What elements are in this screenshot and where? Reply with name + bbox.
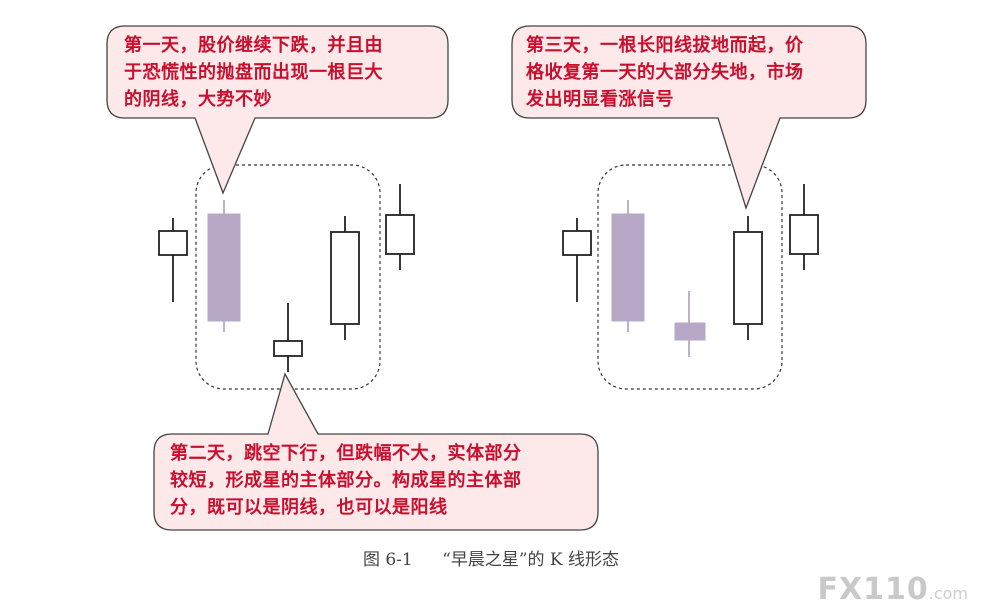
watermark-domain: .com (928, 584, 968, 603)
candle-day1-left (207, 200, 241, 332)
callout-day1-text: 第一天，股价继续下跌，并且由 于恐慌性的抛盘而出现一根巨大 的阴线，大势不妙 (124, 32, 383, 113)
candle-day3-right (733, 216, 763, 340)
candle-day2-left (273, 303, 303, 372)
callout-day1-line-3: 的阴线，大势不妙 (124, 89, 272, 110)
callout-day2-line-3: 分，既可以是阴线，也可以是阳线 (170, 497, 448, 518)
callout-day2-line-2: 较短，形成星的主体部分。构成星的主体部 (170, 470, 522, 491)
callout-day2-line-1: 第二天，跳空下行，但跌幅不大，实体部分 (170, 443, 522, 464)
figure-title: “早晨之星”的 K 线形态 (442, 550, 620, 570)
figure-caption: 图 6-1 “早晨之星”的 K 线形态 (0, 545, 982, 570)
figure-number: 图 6-1 (362, 550, 413, 570)
candle-before-left (158, 218, 188, 302)
callout-day3-text: 第三天，一根长阳线拔地而起，价 格收复第一天的大部分失地，市场 发出明显看涨信号 (526, 32, 804, 113)
candle-day2-right (674, 291, 706, 357)
callout-day3-line-1: 第三天，一根长阳线拔地而起，价 (526, 35, 804, 56)
callout-day3-line-3: 发出明显看涨信号 (526, 89, 674, 110)
callout-day1-line-1: 第一天，股价继续下跌，并且由 (124, 35, 383, 56)
callout-day3-bubble (511, 25, 867, 210)
callout-day1-line-2: 于恐慌性的抛盘而出现一根巨大 (124, 62, 383, 83)
candle-after-right (789, 184, 819, 270)
watermark: FX110.com (817, 572, 968, 607)
watermark-brand: FX110 (817, 572, 929, 607)
callout-day2-bubble (153, 372, 599, 531)
candle-before-right (562, 218, 592, 302)
candle-day3-left (330, 216, 360, 340)
candle-day1-right (611, 200, 645, 332)
candle-after-left (385, 184, 415, 270)
callout-day1-bubble (106, 25, 449, 195)
callout-day2-text: 第二天，跳空下行，但跌幅不大，实体部分 较短，形成星的主体部分。构成星的主体部 … (170, 440, 522, 521)
callout-day3-line-2: 格收复第一天的大部分失地，市场 (526, 62, 804, 83)
